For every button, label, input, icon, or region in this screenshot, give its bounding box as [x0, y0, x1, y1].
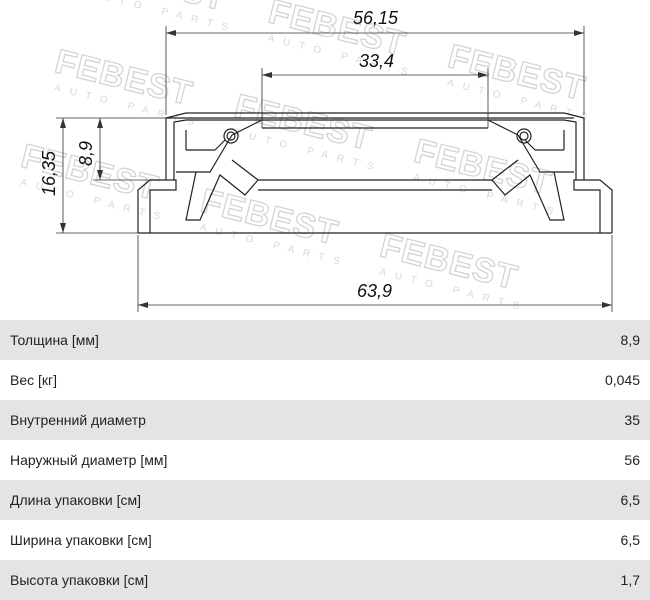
spec-label: Толщина [мм] — [10, 332, 99, 348]
spec-row: Толщина [мм] 8,9 — [0, 320, 650, 360]
dim-total-height-label: 16,35 — [39, 150, 59, 196]
seal-drawing: FEBEST AUTO PARTS FEBEST AUTO PARTS FEBE… — [16, 0, 613, 315]
arrow — [478, 72, 488, 78]
seal-body-outline — [137, 179, 613, 234]
left-spring-inner — [226, 131, 236, 141]
spec-label: Наружный диаметр [мм] — [10, 452, 168, 468]
seal-left-lip — [176, 119, 263, 221]
spec-row: Вес [кг] 0,045 — [0, 360, 650, 400]
seal-case-outline — [165, 112, 585, 180]
spec-row: Высота упаковки [см] 1,7 — [0, 560, 650, 600]
spec-value: 1,7 — [620, 572, 640, 588]
right-spring-inner — [519, 131, 529, 141]
spec-row: Наружный диаметр [мм] 56 — [0, 440, 650, 480]
spec-value: 35 — [624, 412, 640, 428]
spec-value: 0,045 — [604, 372, 640, 388]
dim-inner-width-label: 33,4 — [359, 51, 394, 71]
arrow — [166, 30, 176, 36]
spec-label: Внутренний диаметр — [10, 412, 146, 428]
spec-label: Высота упаковки [см] — [10, 572, 149, 588]
seal-right-lip — [487, 119, 574, 221]
dim-outer-width-label: 56,15 — [353, 8, 399, 28]
arrow — [138, 302, 148, 308]
spec-value: 56 — [624, 452, 640, 468]
arrow — [60, 223, 66, 233]
arrow — [97, 118, 103, 128]
spec-value: 6,5 — [620, 492, 640, 508]
spec-label: Ширина упаковки [см] — [10, 532, 152, 548]
right-spring — [516, 128, 532, 144]
arrow — [602, 302, 612, 308]
arrow — [60, 118, 66, 128]
arrow — [97, 170, 103, 180]
spec-value: 8,9 — [620, 332, 640, 348]
spec-row: Внутренний диаметр 35 — [0, 400, 650, 440]
dim-height-label: 8,9 — [76, 141, 96, 166]
spec-value: 6,5 — [620, 532, 640, 548]
seal-cross-section: 56,15 33,4 63,9 8,9 16,35 — [39, 8, 613, 312]
arrow — [262, 72, 272, 78]
seal-inner-lines — [258, 127, 492, 191]
arrow — [574, 30, 584, 36]
spec-row: Длина упаковки [см] 6,5 — [0, 480, 650, 520]
dim-flange-width-label: 63,9 — [357, 281, 392, 301]
spec-label: Длина упаковки [см] — [10, 492, 141, 508]
spec-row: Ширина упаковки [см] 6,5 — [0, 520, 650, 560]
left-spring — [223, 128, 239, 144]
spec-label: Вес [кг] — [10, 372, 58, 388]
